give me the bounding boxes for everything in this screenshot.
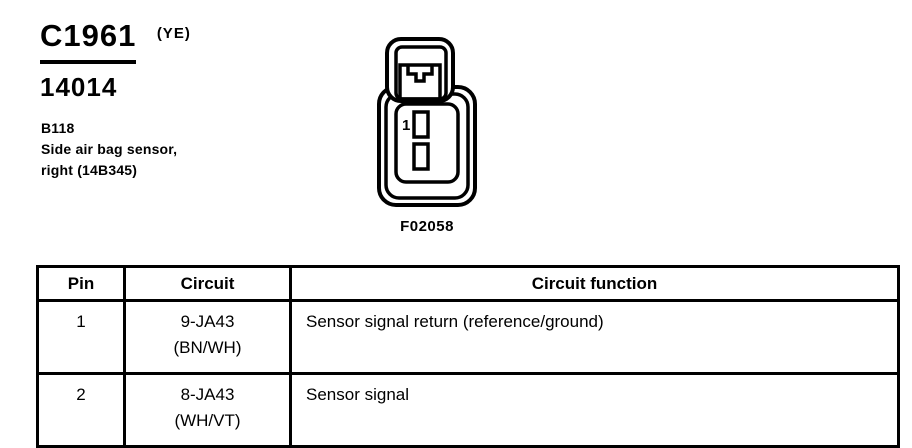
- column-header-pin: Pin: [36, 265, 126, 302]
- circuit-id: 9-JA43 (BN/WH): [123, 299, 292, 375]
- pin-table: Pin Circuit Circuit function 1 9-JA43 (B…: [36, 265, 900, 448]
- component-info: B118 Side air bag sensor, right (14B345): [41, 118, 177, 181]
- circuit-function: Sensor signal: [289, 372, 900, 448]
- column-header-circuit-function: Circuit function: [289, 265, 900, 302]
- connector-id: C1961: [40, 18, 137, 64]
- pin-slot-1: [412, 110, 430, 139]
- pin-1-label: 1: [402, 117, 410, 134]
- pin-number: 1: [36, 299, 126, 375]
- circuit-function: Sensor signal return (reference/ground): [289, 299, 900, 375]
- connector-diagram: 1: [377, 36, 477, 210]
- connector-color-code: (YE): [156, 25, 191, 42]
- wire-color: (BN/WH): [173, 338, 242, 357]
- column-header-circuit: Circuit: [123, 265, 292, 302]
- connector-face-drawing: 1: [377, 37, 477, 207]
- wire-color: (WH/VT): [174, 411, 241, 430]
- component-description-line1: Side air bag sensor,: [41, 141, 178, 157]
- circuit-id: 8-JA43 (WH/VT): [123, 372, 292, 448]
- part-number: 14014: [40, 72, 118, 102]
- table-row: 2 8-JA43 (WH/VT) Sensor signal: [36, 372, 900, 448]
- pin-slot-2: [412, 142, 430, 171]
- circuit-code: 8-JA43: [180, 385, 235, 404]
- pin-number: 2: [36, 372, 126, 448]
- component-code: B118: [41, 120, 75, 136]
- figure-reference-label: F02058: [400, 218, 454, 235]
- table-header-row: Pin Circuit Circuit function: [36, 265, 900, 302]
- table-row: 1 9-JA43 (BN/WH) Sensor signal return (r…: [36, 299, 900, 375]
- component-description-line2: right (14B345): [41, 162, 138, 178]
- connector-header: C1961 (YE): [40, 18, 191, 64]
- circuit-code: 9-JA43: [180, 312, 235, 331]
